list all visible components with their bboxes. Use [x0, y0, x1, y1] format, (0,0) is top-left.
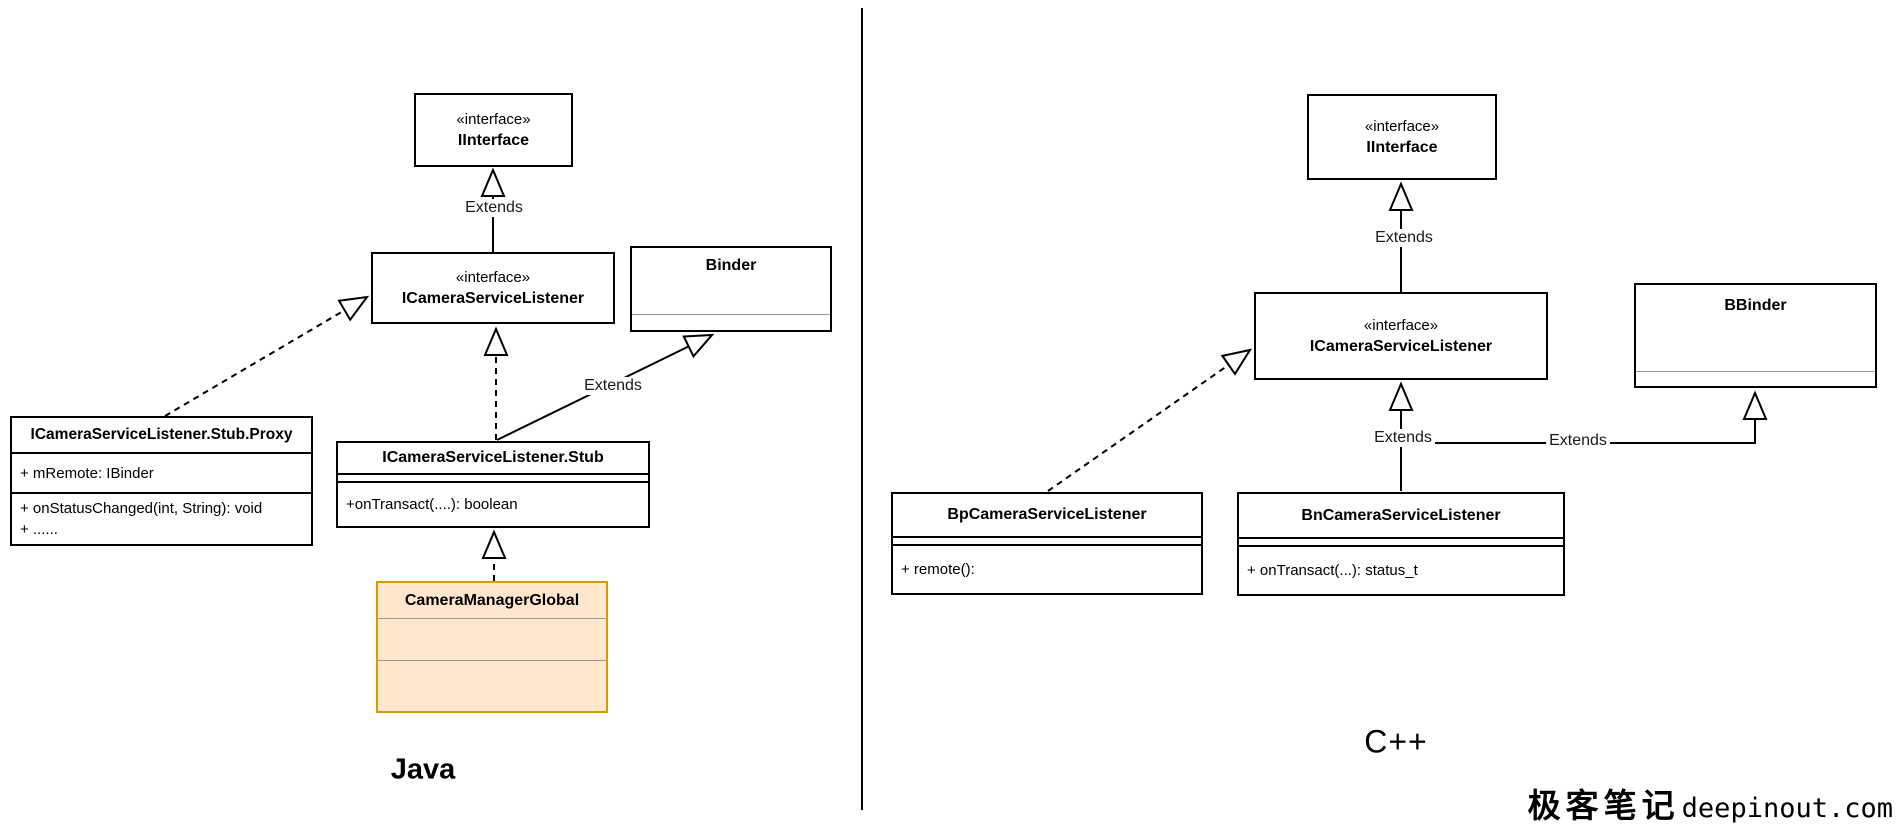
class-box-java-icameraservicelistener: «interface» ICameraServiceListener — [371, 252, 615, 324]
class-header: «interface» ICameraServiceListener — [373, 254, 613, 322]
stereotype-label: «interface» — [455, 268, 531, 286]
class-name: CameraManagerGlobal — [404, 591, 580, 609]
class-name: ICameraServiceListener.Stub — [382, 449, 604, 466]
watermark-site-url: deepinout.com — [1681, 793, 1893, 824]
watermark-brand-chinese: 极客笔记 — [1527, 786, 1680, 825]
stereotype-label: «interface» — [456, 110, 531, 128]
class-name: Binder — [705, 257, 757, 274]
stereotype-label: «interface» — [1363, 316, 1439, 334]
methods-compartment: + onStatusChanged(int, String): void + .… — [12, 492, 311, 544]
class-name: BBinder — [1724, 297, 1787, 314]
method-item: +onTransact(....): boolean — [346, 496, 518, 513]
class-header: «interface» ICameraServiceListener — [1256, 294, 1546, 378]
panel-divider — [861, 8, 863, 810]
empty-compartment — [378, 660, 606, 711]
class-name: ICameraServiceListener — [1309, 337, 1493, 355]
edge-right-bp-implements-listener — [1047, 348, 1253, 492]
methods-compartment: +onTransact(....): boolean — [338, 483, 648, 526]
edge-label-extends: Extends — [1546, 432, 1610, 450]
method-item: + remote(): — [901, 561, 975, 578]
class-box-cpp-icameraservicelistener: «interface» ICameraServiceListener — [1254, 292, 1548, 380]
empty-compartment — [378, 618, 606, 660]
empty-compartment — [1239, 537, 1563, 547]
class-box-cpp-iinterface: «interface» IInterface — [1307, 94, 1497, 180]
edge-left-proxy-implements-listener — [164, 295, 370, 417]
edge-label-extends: Extends — [1371, 429, 1435, 447]
empty-compartment — [893, 536, 1201, 546]
class-header: «interface» IInterface — [1309, 96, 1495, 178]
class-name: BnCameraServiceListener — [1301, 506, 1501, 524]
method-item: + onStatusChanged(int, String): void — [20, 500, 263, 517]
method-item: + onTransact(...): status_t — [1247, 562, 1418, 579]
stereotype-label: «interface» — [1364, 117, 1440, 135]
class-box-java-iinterface: «interface» IInterface — [414, 93, 573, 167]
class-name: IInterface — [457, 131, 530, 149]
edge-right-bn-extends-bbinder — [1402, 390, 1768, 444]
class-box-java-stub-proxy: ICameraServiceListener.Stub.Proxy + mRem… — [10, 416, 313, 546]
class-header: «interface» IInterface — [416, 95, 571, 165]
class-box-java-cameramanagerglobal: CameraManagerGlobal — [376, 581, 608, 713]
attributes-compartment: + mRemote: IBinder — [12, 452, 311, 492]
methods-compartment: + remote(): — [893, 546, 1201, 593]
class-name: IInterface — [1366, 138, 1438, 156]
empty-compartment — [338, 473, 648, 483]
class-box-cpp-bncameraservicelistener: BnCameraServiceListener + onTransact(...… — [1237, 492, 1565, 596]
edge-label-extends: Extends — [462, 199, 526, 217]
empty-compartment — [1636, 371, 1875, 386]
class-box-java-stub: ICameraServiceListener.Stub +onTransact(… — [336, 441, 650, 528]
panel-caption-java: Java — [390, 753, 456, 786]
edge-label-extends: Extends — [581, 377, 645, 395]
watermark: 极客笔记 deepinout.com — [1528, 779, 1893, 827]
class-name: ICameraServiceListener — [401, 289, 585, 307]
panel-caption-cpp: C++ — [1364, 723, 1428, 760]
methods-compartment: + onTransact(...): status_t — [1239, 547, 1563, 594]
method-item: + ...... — [20, 521, 58, 538]
class-box-cpp-bbinder: BBinder — [1634, 283, 1877, 388]
class-box-java-binder: Binder — [630, 246, 832, 332]
class-name: BpCameraServiceListener — [947, 506, 1147, 523]
attribute-item: + mRemote: IBinder — [20, 464, 154, 482]
empty-compartment — [632, 314, 830, 330]
class-box-cpp-bpcameraservicelistener: BpCameraServiceListener + remote(): — [891, 492, 1203, 595]
class-name: ICameraServiceListener.Stub.Proxy — [30, 426, 293, 443]
edge-label-extends: Extends — [1372, 229, 1436, 247]
